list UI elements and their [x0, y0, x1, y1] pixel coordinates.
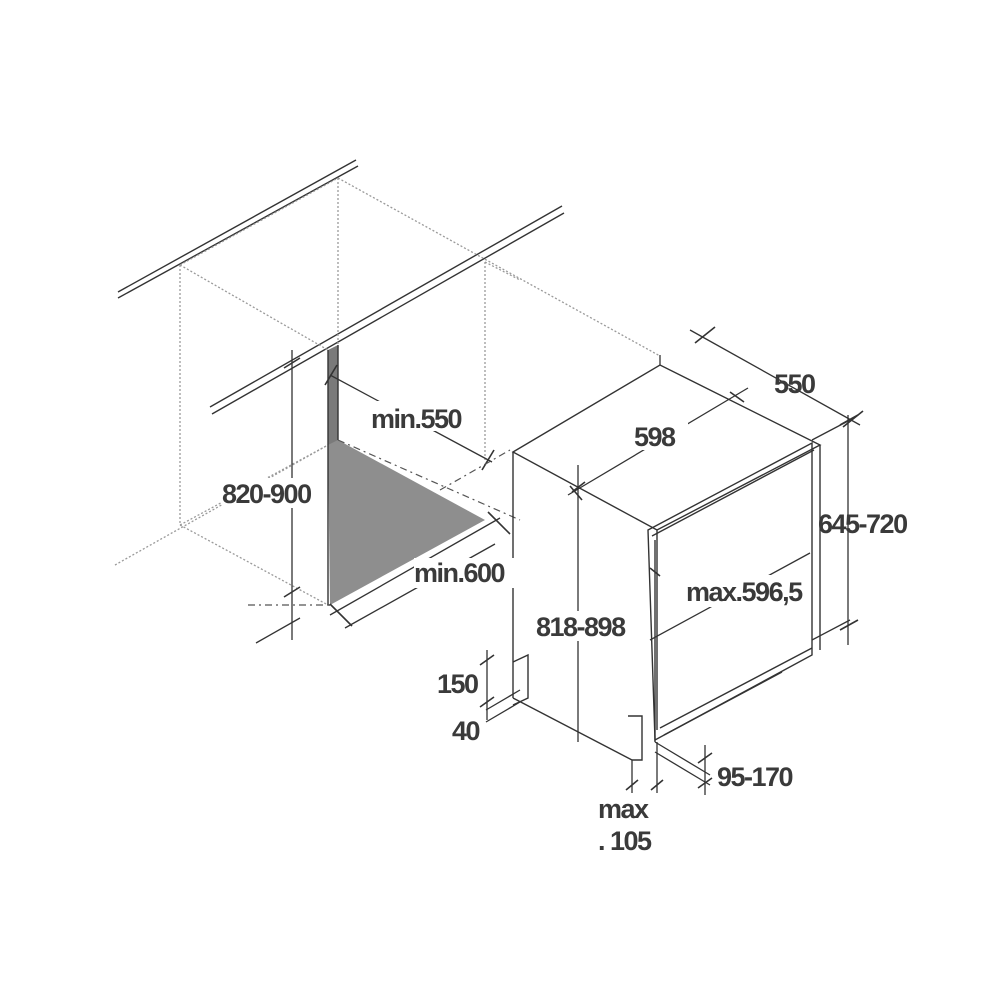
niche-interior [327, 345, 485, 606]
label-panel-width: max.596,5 [686, 577, 803, 607]
appliance-dimension-lines [479, 326, 864, 815]
label-foot-value: . 105 [598, 826, 652, 856]
label-foot-max: max [598, 794, 649, 824]
label-panel-height: 645-720 [818, 509, 907, 539]
label-plinth-depth: 40 [452, 716, 480, 746]
countertop [117, 159, 565, 415]
dimension-labels: min.550 820-900 min.600 550 598 645-720 … [222, 369, 909, 856]
label-niche-depth: min.550 [371, 404, 462, 434]
label-body-height: 818-898 [536, 612, 626, 642]
niche-outline [114, 177, 661, 606]
label-niche-width: min.600 [414, 558, 505, 588]
label-depth: 550 [774, 369, 815, 399]
label-plinth-setback: 95-170 [717, 762, 793, 792]
label-niche-height: 820-900 [222, 479, 311, 509]
label-plinth-height: 150 [437, 669, 478, 699]
label-width: 598 [634, 422, 676, 452]
